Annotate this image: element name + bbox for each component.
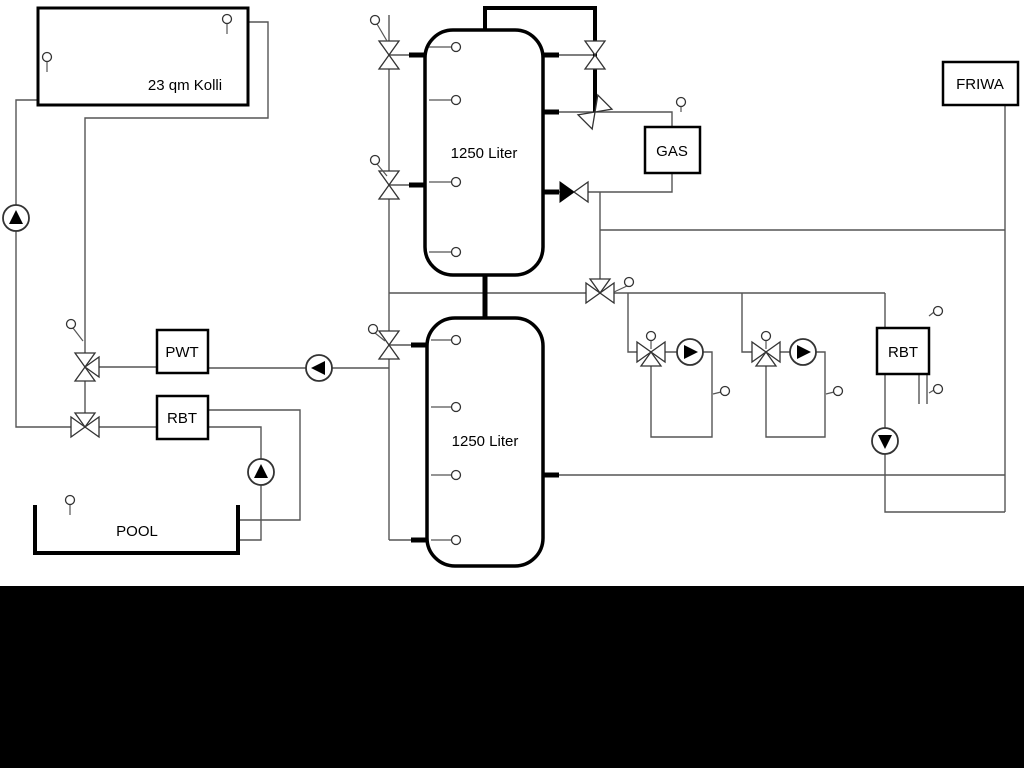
buffer-tank-top [423, 28, 545, 277]
valve-hot-riser-icon [583, 40, 607, 70]
rbt-right-box [875, 326, 931, 376]
hydraulic-diagram: 23 qm Kolli 1250 Liter 1250 Liter GAS FR… [2, 6, 1020, 568]
valve-tank1-top-icon [377, 40, 401, 70]
pool-basin [33, 505, 240, 555]
tank-bottom-label: 1250 Liter [452, 433, 519, 450]
sensor-heating1-valve-icon [645, 330, 657, 349]
valve-heating2-mixer-icon [751, 340, 781, 367]
sensor-pool-icon [64, 494, 76, 515]
valve-gas-check-icon [576, 93, 614, 131]
valve-gas-return-check-icon [559, 180, 589, 204]
sensor-tank1-3-icon [429, 176, 462, 188]
sensor-tank2-2-icon [431, 401, 462, 413]
sensor-tank2-4-icon [431, 534, 462, 546]
pipe-thick-network [409, 6, 597, 543]
pump-pool-icon [247, 458, 275, 486]
sensor-gas-line-icon [675, 96, 687, 112]
sensor-tank2-valve-icon [367, 323, 386, 342]
valve-tank2-charge-icon [377, 330, 401, 360]
pipe-heating-branch-2 [741, 293, 826, 438]
pool-label: POOL [116, 523, 158, 540]
pwt-label: PWT [165, 344, 198, 361]
temperature-sensors [41, 13, 944, 546]
pump-solar-icon [2, 204, 30, 232]
sensor-solar-valve-icon [65, 318, 84, 342]
sensor-tank1-1-icon [429, 41, 462, 53]
sensor-tank2-3-icon [431, 469, 462, 481]
sensor-tank1-4-icon [429, 246, 462, 258]
sensor-tank1-2-icon [429, 94, 462, 106]
sensor-rbt-top-icon [928, 305, 944, 317]
valve-mixing-3way-icon [585, 278, 615, 305]
pipe-collector-return [15, 99, 85, 428]
pump-pwt-charge-icon [305, 354, 333, 382]
pwt-box [155, 328, 210, 375]
collector-label: 23 qm Kolli [148, 77, 222, 94]
pipe-rbt-right-bottom [884, 374, 1005, 513]
valve-pool-3way-icon [70, 412, 100, 439]
rbt-left-box [155, 394, 210, 441]
pump-heating1-icon [676, 338, 704, 366]
pipe-heating-branch-1 [627, 293, 713, 438]
sensor-rbt-bottom-icon [928, 383, 944, 395]
sensor-collector-left-icon [41, 51, 53, 72]
sensor-mixing-valve-icon [613, 276, 635, 293]
sensor-tank2-1-icon [431, 334, 462, 346]
valve-heating1-mixer-icon [636, 340, 666, 367]
sensor-heating1-return-icon [712, 385, 731, 397]
buffer-tank-bottom [425, 316, 545, 568]
tank-top-label: 1250 Liter [451, 145, 518, 162]
pipe-collector-supply [84, 21, 269, 427]
sensor-riser-mid-icon [369, 154, 388, 177]
friwa-label: FRIWA [956, 76, 1004, 93]
solar-collector-box [36, 6, 250, 107]
sensor-collector-right-icon [221, 13, 233, 34]
friwa-box [941, 60, 1020, 107]
pipe-tank1-to-gas-top [543, 111, 673, 127]
sensor-heating2-return-icon [825, 385, 844, 397]
gas-boiler-box [643, 125, 702, 175]
letterbox-bar [0, 586, 1024, 768]
pipe-rbt-to-pool-2 [208, 426, 262, 541]
sensor-riser-top-icon [369, 14, 388, 42]
rbt-left-label: RBT [167, 410, 197, 427]
valve-solar-3way-icon [73, 352, 100, 382]
gas-label: GAS [656, 143, 688, 160]
pump-rbt-icon [871, 427, 899, 455]
valve-tank1-bottom-icon [377, 170, 401, 200]
rbt-right-label: RBT [888, 344, 918, 361]
pump-heating2-icon [789, 338, 817, 366]
sensor-heating2-valve-icon [760, 330, 772, 349]
pipe-rbt-to-pool-1 [208, 409, 301, 521]
